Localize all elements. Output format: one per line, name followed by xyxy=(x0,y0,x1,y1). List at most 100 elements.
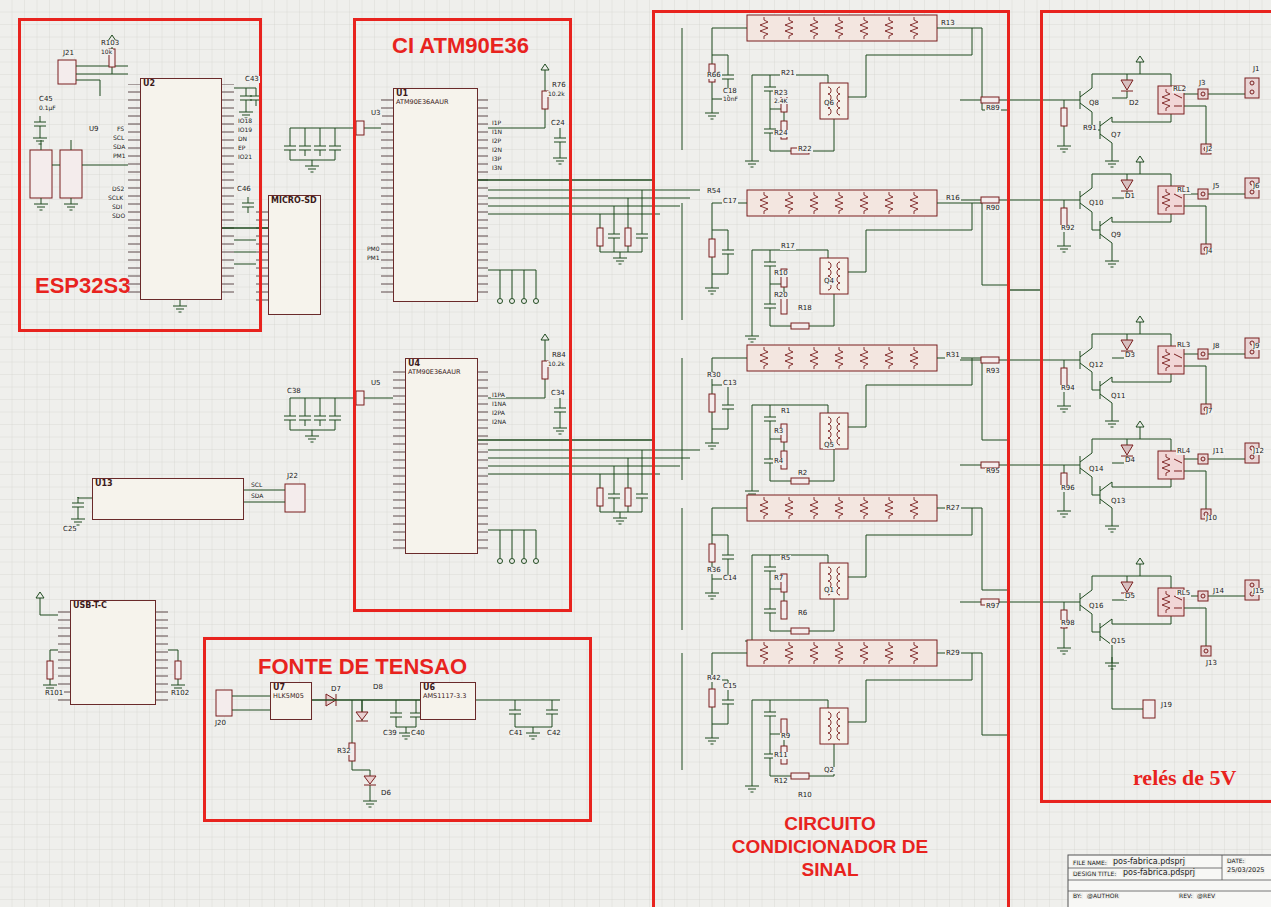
schematic-label: J12 xyxy=(1252,448,1265,455)
wire xyxy=(488,78,560,422)
schematic-label: I3P xyxy=(491,156,502,162)
schematic-label: D5 xyxy=(1124,593,1136,600)
schematic-label: PM1 xyxy=(366,255,381,261)
schematic-label: R5 xyxy=(780,555,791,562)
schematic-label: C40 xyxy=(410,730,426,737)
schematic-label: R30 xyxy=(706,372,722,379)
capacitor-symbol xyxy=(608,488,620,504)
wire xyxy=(76,66,128,96)
schematic-label: 2.4K xyxy=(773,98,788,104)
ground-symbol xyxy=(526,727,540,739)
schematic-label: U3 xyxy=(370,110,382,117)
schematic-label: R2 xyxy=(797,470,808,477)
schematic-label: C24 xyxy=(550,120,566,127)
ground-symbol xyxy=(363,795,377,807)
schematic-label: R4 xyxy=(773,458,784,465)
schematic-label: SDO xyxy=(111,213,126,219)
pin-stubs xyxy=(478,366,488,550)
region-heading: FONTE DE TENSAO xyxy=(258,654,467,680)
conditioner-stage xyxy=(705,15,1010,167)
ground-symbol xyxy=(305,430,319,442)
schematic-label: RL1 xyxy=(1176,187,1191,194)
relay-driver xyxy=(960,156,1259,267)
schematic-label: R54 xyxy=(706,188,722,195)
schematic-label: R1 xyxy=(780,408,791,415)
schematic-label: C34 xyxy=(550,390,566,397)
schematic-label: R24 xyxy=(773,130,789,137)
schematic-label: R27 xyxy=(945,505,961,512)
part-number: AMS1117-3.3 xyxy=(423,693,466,701)
resistor-symbol xyxy=(625,228,631,246)
region-frame: ESP32S3U2 xyxy=(18,18,262,332)
schematic-label: I1PA xyxy=(491,392,506,398)
voltage-regulator: U6AMS1117-3.3 xyxy=(420,682,476,720)
schematic-label: I1P xyxy=(491,120,502,126)
schematic-label: J9 xyxy=(1252,343,1261,350)
capacitor-symbol xyxy=(314,140,326,156)
schematic-label: D7 xyxy=(330,686,342,693)
schematic-label: R91 xyxy=(1082,125,1098,132)
schematic-label: IO18 xyxy=(237,118,253,124)
schematic-label: J15 xyxy=(1252,588,1265,595)
part-reference: U13 xyxy=(95,479,113,489)
schematic-label: D1 xyxy=(1124,193,1136,200)
relay-driver xyxy=(960,421,1259,532)
part-number: HLK5M05 xyxy=(273,693,304,701)
schematic-label: Q15 xyxy=(1110,638,1126,645)
part-reference: U1 xyxy=(396,89,408,99)
schematic-label: I3N xyxy=(491,165,503,171)
schematic-label: D3 xyxy=(1124,352,1136,359)
title-block-frame xyxy=(1068,855,1271,907)
schematic-label: J8 xyxy=(1212,343,1221,350)
schematic-label: R84 xyxy=(551,352,567,359)
schematic-label: J10 xyxy=(1205,515,1218,522)
schematic-label: J13 xyxy=(1205,660,1218,667)
conditioner-stage xyxy=(705,190,1010,342)
capacitor-symbol xyxy=(72,497,84,513)
schematic-label: R7 xyxy=(773,575,784,582)
schematic-label: R3 xyxy=(773,428,784,435)
schematic-label: Q7 xyxy=(1110,132,1122,139)
schematic-label: BY: xyxy=(1072,893,1083,899)
ground-symbol xyxy=(64,198,78,210)
schematic-label: Q16 xyxy=(1088,603,1104,610)
capacitor-symbol xyxy=(390,707,402,723)
power-module: U7HLK5M05 xyxy=(270,682,312,720)
resistor-symbol xyxy=(625,488,631,506)
schematic-label: SCL xyxy=(250,482,263,488)
part-reference: U4 xyxy=(408,359,420,369)
region-frame: relés de 5V xyxy=(1040,10,1271,803)
resistor-symbol xyxy=(175,661,181,679)
ic-package: U4ATM90E36AAUR xyxy=(405,358,478,554)
capacitor-symbol xyxy=(34,116,46,132)
schematic-label: J14 xyxy=(1212,588,1225,595)
capacitor-symbol xyxy=(284,410,296,426)
schematic-label: Q9 xyxy=(1110,232,1122,239)
capacitor-symbol xyxy=(509,704,521,720)
wire xyxy=(41,140,128,165)
schematic-label: R18 xyxy=(797,305,813,312)
schematic-label: R94 xyxy=(1060,385,1076,392)
schematic-label: R90 xyxy=(985,205,1001,212)
schematic-label: R9 xyxy=(780,733,791,740)
wire-connector xyxy=(312,699,420,700)
part-number: ATM90E36AAUR xyxy=(408,369,461,377)
wire xyxy=(488,270,536,558)
schematic-label: Q13 xyxy=(1110,498,1126,505)
schematic-label: J2 xyxy=(1205,146,1214,153)
region-heading: CIRCUITO CONDICIONADOR DE SINAL xyxy=(710,813,950,881)
schematic-label: R29 xyxy=(945,650,961,657)
schematic-label: R11 xyxy=(773,752,789,759)
region-frame: CI ATM90E36U1ATM90E36AAURU4ATM90E36AAUR xyxy=(353,18,572,612)
header-connector xyxy=(216,690,232,716)
schematic-label: SDI xyxy=(111,204,123,210)
ground-symbol xyxy=(33,132,47,144)
schematic-label: C43 xyxy=(244,76,260,83)
ground-symbol xyxy=(613,252,627,264)
schematic-label: J3 xyxy=(1198,80,1207,87)
schematic-label: PM0 xyxy=(366,246,381,252)
schematic-label: R16 xyxy=(945,195,961,202)
capacitor-symbol xyxy=(240,90,252,106)
